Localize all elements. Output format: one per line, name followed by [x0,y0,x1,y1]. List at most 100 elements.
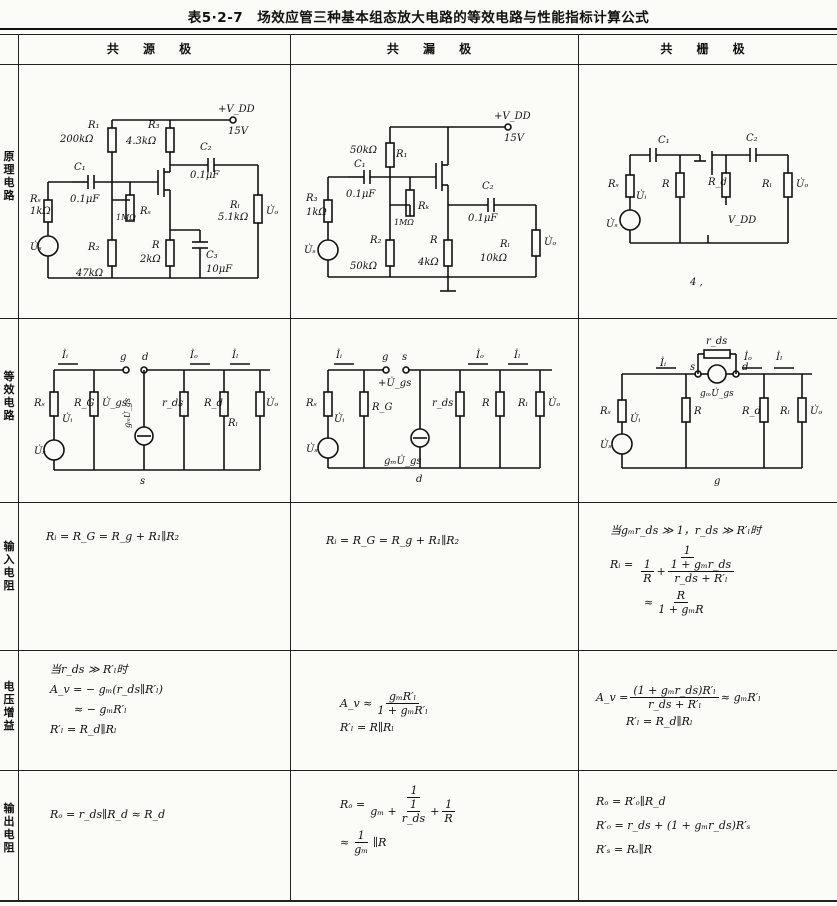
svg-text:10kΩ: 10kΩ [480,253,507,264]
svg-text:R: R [661,179,670,190]
cd-equivalent: İᵢ g s +U̇_gs İₒ İₗ Rₛ U̇ᵢ R_G r_ds R Rₗ… [305,349,560,485]
condition: 当gₘr_ds ≫ 1，r_ds ≫ R′ₗ时 [610,524,762,537]
formula: Rₒ = R′ₒ∥R_d [596,795,666,808]
svg-text:4kΩ: 4kΩ [417,257,439,268]
formula-lhs: A_v = [596,691,629,704]
formula: R′ₗ = R∥Rₗ [340,721,394,734]
cs-input-resistance: Rᵢ = R_G = R_g + R₁∥R₂ [46,530,179,543]
formula: ≈ − gₘR′ₗ [74,703,127,716]
denominator: r_ds + R′ₗ [648,698,702,711]
svg-text:U̇ₒ: U̇ₒ [796,178,808,190]
svg-text:d: d [416,474,422,485]
svg-text:47kΩ: 47kΩ [75,268,103,279]
formula: R′ₗ = R_d∥Rₗ [50,723,117,736]
numerator: 1 [640,558,654,572]
formula: R′ₒ = r_ds + (1 + gₘr_ds)R′ₛ [596,819,751,832]
svg-text:+V_DD: +V_DD [218,104,255,115]
svg-text:2kΩ: 2kΩ [139,254,161,265]
cg-schematic: C₁ C₂ Rₛ R U̇ᵢ R_d Rₗ U̇ₒ V_DD U̇ₛ 4 , [606,133,808,288]
svg-text:İₗ: İₗ [231,349,238,361]
svg-text:s: s [140,476,145,487]
svg-text:gₘU̇_gs: gₘU̇_gs [123,398,132,428]
grid-line [18,34,19,900]
svg-text:Rₖ: Rₖ [417,201,430,212]
svg-text:R: R [481,398,490,409]
numerator: 1 [442,798,456,812]
formula-lhs: Rᵢ = [610,558,634,571]
formula: R′ₛ = Rₛ∥R [596,843,653,856]
cg-equivalent: r_ds İᵢ s d İₒ İₗ gₘU̇_gs Rₛ U̇ᵢ R R_d R… [599,336,822,487]
row-label-schematic: 原理电路 [3,150,15,202]
svg-text:R₂: R₂ [369,235,382,246]
grid-line [0,900,837,902]
svg-text:Rₛ: Rₛ [33,398,45,409]
svg-text:200kΩ: 200kΩ [59,134,93,145]
formula-lhs: Rₒ = [340,798,366,811]
denominator: r_ds + R′ₗ [674,572,728,585]
svg-text:s: s [690,362,695,373]
svg-text:+V_DD: +V_DD [494,111,531,122]
svg-text:R_G: R_G [371,402,393,413]
svg-text:C₁: C₁ [354,159,366,170]
svg-text:5.1kΩ: 5.1kΩ [218,212,248,223]
svg-text:r_ds: r_ds [162,398,183,409]
svg-text:4.3kΩ: 4.3kΩ [125,136,156,147]
svg-text:C₃: C₃ [206,250,218,261]
denominator-term: gₘ + [370,805,397,818]
svg-text:İₗ: İₗ [513,349,520,361]
row-label-input-resistance: 输入电阻 [3,540,15,592]
svg-text:U̇ᵢ: U̇ᵢ [636,190,646,202]
svg-text:U̇ₒ: U̇ₒ [266,205,278,217]
svg-text:İₒ: İₒ [743,351,752,363]
numerator: R [673,589,688,603]
svg-text:15V: 15V [504,133,526,144]
svg-text:Rₗ: Rₗ [229,200,240,211]
approx-sign: ≈ [340,836,350,849]
svg-text:r_ds: r_ds [706,336,727,347]
formula: R′ₗ = R_d∥Rₗ [626,715,693,728]
denominator: R [643,572,652,585]
grid-line [0,34,837,35]
svg-text:U̇ₛ: U̇ₛ [306,443,318,455]
cs-output-resistance: Rₒ = r_ds∥R_d ≈ R_d [50,808,165,821]
cd-schematic: +V_DD 15V 50kΩ R₁ C₁ 0.1μF R₃ 1kΩ Rₖ 1MΩ… [304,111,556,292]
svg-text:d: d [742,362,748,373]
svg-text:g: g [382,352,388,363]
svg-text:İᵢ: İᵢ [61,349,68,361]
numerator: gₘR′ₗ [385,690,420,704]
row-label-voltage-gain: 电压增益 [3,680,15,732]
svg-text:U̇ₒ: U̇ₒ [548,397,560,409]
svg-text:U̇ₛ: U̇ₛ [304,244,316,256]
denominator: 1 + gₘR [658,603,704,616]
column-header-cd: 共 漏 极 [386,42,482,56]
svg-text:R_d: R_d [203,398,223,409]
svg-text:İᵢ: İᵢ [659,357,666,369]
svg-text:Rₛ: Rₛ [607,179,619,190]
cg-output-resistance: Rₒ = R′ₒ∥R_d R′ₒ = r_ds + (1 + gₘr_ds)R′… [596,790,750,862]
grid-line [0,64,837,65]
column-header-cg: 共 栅 极 [660,42,755,56]
svg-text:0.1μF: 0.1μF [468,213,498,224]
svg-text:s: s [402,352,407,363]
svg-text:0.1μF: 0.1μF [70,194,100,205]
svg-text:U̇ᵢ: U̇ᵢ [334,413,344,425]
svg-text:U̇ₒ: U̇ₒ [544,236,556,248]
formula: Rᵢ = R_G = R_g + R₁∥R₂ [46,530,179,543]
formula: Rₒ = r_ds∥R_d ≈ R_d [50,808,166,821]
grid-line [0,318,837,319]
condition: 当r_ds ≫ R′ₗ时 [50,663,128,676]
svg-text:R: R [151,240,160,251]
grid-line [0,650,837,651]
svg-text:C₂: C₂ [200,142,212,153]
svg-text:R₂: R₂ [87,242,100,253]
